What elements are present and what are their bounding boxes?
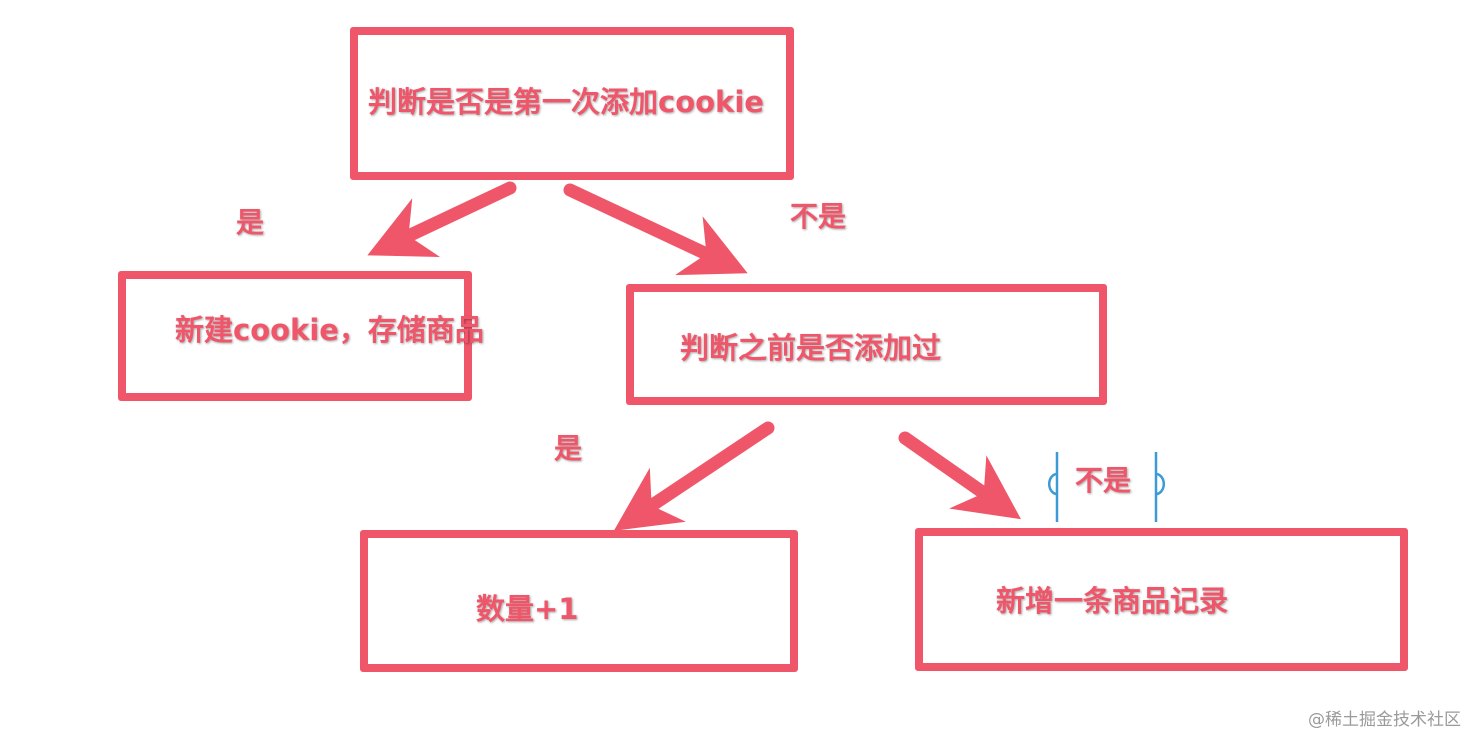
node-increment-label: 数量+1 [476, 592, 579, 626]
node-new-cookie-box [118, 271, 472, 401]
arrow-no-lower [898, 431, 1021, 520]
node-check-added-label: 判断之前是否添加过 [680, 331, 942, 365]
node-increment-box [360, 530, 798, 672]
edge-label-yes-lower: 是 [554, 432, 583, 465]
node-check-added-box [626, 284, 1107, 405]
edge-label-no-lower: 不是 [1075, 464, 1132, 497]
node-new-cookie-label: 新建cookie，存储商品 [175, 313, 484, 347]
edge-label-no-right: 不是 [790, 200, 847, 233]
node-root-label: 判断是否是第一次添加cookie [368, 85, 764, 119]
arrow-no-right [563, 183, 748, 276]
arrow-yes-lower [613, 421, 775, 531]
text-cursor-marks [1047, 452, 1166, 522]
edge-label-yes-left: 是 [236, 206, 265, 239]
node-root-box [350, 27, 794, 180]
watermark: @稀土掘金技术社区 [1308, 710, 1461, 730]
arrow-yes-left [367, 181, 517, 257]
node-new-record-box [915, 528, 1408, 671]
node-new-record-label: 新增一条商品记录 [996, 584, 1229, 618]
